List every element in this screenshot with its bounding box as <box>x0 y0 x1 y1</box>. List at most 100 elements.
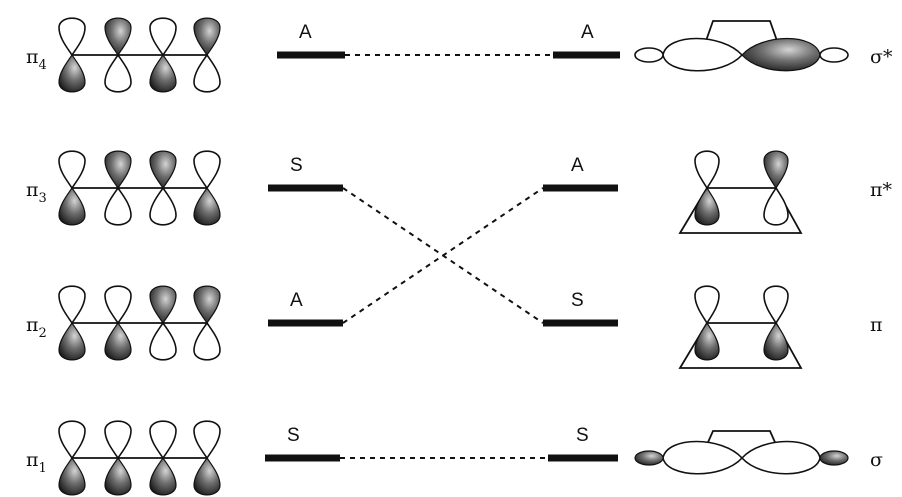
cyclobutene-orbital-label: σ* <box>870 46 893 68</box>
p-lobe-top <box>104 150 132 190</box>
symmetry-label: S <box>571 290 584 311</box>
p-orbital <box>104 150 132 226</box>
orbital-label-main: π <box>26 449 39 471</box>
p-lobe-top <box>694 285 720 325</box>
p-orbital <box>149 285 177 361</box>
right-level: A <box>543 155 618 192</box>
right-level: A <box>553 22 620 59</box>
orbital-label: π1 <box>26 449 47 476</box>
p-orbital <box>193 420 221 496</box>
p-orbital <box>58 150 86 226</box>
sigma-lobe-right <box>740 440 821 475</box>
cyclobutene-ring <box>700 20 783 56</box>
p-lobe-bottom <box>104 321 132 361</box>
sigma-backlobe-left <box>634 47 664 63</box>
left-level: S <box>268 155 343 192</box>
symmetry-label: S <box>287 425 300 446</box>
sigma-lobe-left <box>662 37 744 72</box>
p-lobe-top <box>149 285 177 325</box>
p-lobe-top <box>58 285 86 325</box>
cyclobutene-orbital-pi-star: π* <box>678 150 892 234</box>
p-lobe-top <box>193 285 221 325</box>
symmetry-label: A <box>581 22 594 43</box>
left-level: A <box>277 22 345 59</box>
p-lobe-top <box>58 150 86 190</box>
p-lobe-bottom <box>58 53 86 93</box>
p-lobe-top <box>763 150 789 190</box>
p-lobe-bottom <box>694 321 720 361</box>
orbital-label-subscript: 4 <box>39 58 47 73</box>
p-lobe-top <box>104 285 132 325</box>
right-level: S <box>548 425 618 462</box>
p-lobe-top <box>58 420 86 460</box>
p-orbital <box>104 285 132 361</box>
p-lobe-bottom <box>58 456 86 496</box>
p-lobe-bottom <box>149 53 177 93</box>
left-level: S <box>265 425 340 462</box>
p-lobe-top <box>149 17 177 57</box>
cyclobutene-orbital-sigma-star: σ* <box>634 20 893 72</box>
cyclobutene-ring <box>678 187 803 234</box>
orbital-label-main: π <box>26 314 39 336</box>
orbital-label: π2 <box>26 314 47 341</box>
p-lobe-bottom <box>149 186 177 226</box>
butadiene-orbital-row: π2 <box>26 285 221 361</box>
cyclobutene-orbital-label: π <box>870 314 883 336</box>
sigma-backlobe-right <box>819 450 849 466</box>
p-lobe-top <box>104 420 132 460</box>
right-level: S <box>543 290 618 327</box>
sigma-lobe-left <box>662 440 744 475</box>
correlation-lines <box>340 54 553 459</box>
p-lobe-bottom <box>58 321 86 361</box>
cyclobutene-ring <box>678 322 803 369</box>
p-orbital <box>193 150 221 226</box>
orbital-label-subscript: 2 <box>39 326 47 341</box>
p-lobe-bottom <box>104 53 132 93</box>
p-orbital <box>193 17 221 93</box>
p-orbital <box>149 17 177 93</box>
p-lobe-bottom <box>104 456 132 496</box>
butadiene-orbital-row: π3 <box>26 150 221 226</box>
p-orbital <box>104 420 132 496</box>
cyclobutene-orbital-sigma: σ <box>634 430 883 475</box>
p-lobe-top <box>193 420 221 460</box>
symmetry-label: S <box>290 155 303 176</box>
p-orbital <box>193 285 221 361</box>
cyclobutene-orbital-label: σ <box>870 449 883 471</box>
p-lobe-bottom <box>149 456 177 496</box>
p-lobe-bottom <box>104 186 132 226</box>
left-levels: A S A S <box>265 22 345 462</box>
orbital-label-main: π <box>26 179 39 201</box>
p-orbital <box>58 285 86 361</box>
cyclobutene-orbitals: σ* π* π σ <box>634 20 893 475</box>
p-lobe-top <box>763 285 789 325</box>
p-lobe-bottom <box>58 186 86 226</box>
sigma-backlobe-right <box>819 47 849 63</box>
p-lobe-top <box>694 150 720 190</box>
p-lobe-top <box>149 420 177 460</box>
p-orbital <box>694 285 720 361</box>
orbital-label: π3 <box>26 179 47 206</box>
orbital-label-subscript: 3 <box>39 191 47 206</box>
p-orbital <box>149 150 177 226</box>
sigma-lobe-right <box>741 38 821 72</box>
orbital-label-main: π <box>26 46 39 68</box>
butadiene-orbital-row: π1 <box>26 420 221 496</box>
p-lobe-top <box>149 150 177 190</box>
p-orbital <box>763 150 789 226</box>
cyclobutene-orbital-label: π* <box>870 179 892 201</box>
p-lobe-bottom <box>193 321 221 361</box>
p-lobe-top <box>193 17 221 57</box>
butadiene-orbital-row: π4 <box>26 17 221 93</box>
p-lobe-bottom <box>763 186 789 226</box>
p-orbital <box>694 150 720 226</box>
symmetry-label: A <box>299 22 312 43</box>
left-level: A <box>268 290 343 327</box>
p-lobe-bottom <box>763 321 789 361</box>
p-orbital <box>58 420 86 496</box>
symmetry-label: A <box>290 290 303 311</box>
right-levels: A A S S <box>543 22 620 462</box>
p-lobe-bottom <box>694 186 720 226</box>
